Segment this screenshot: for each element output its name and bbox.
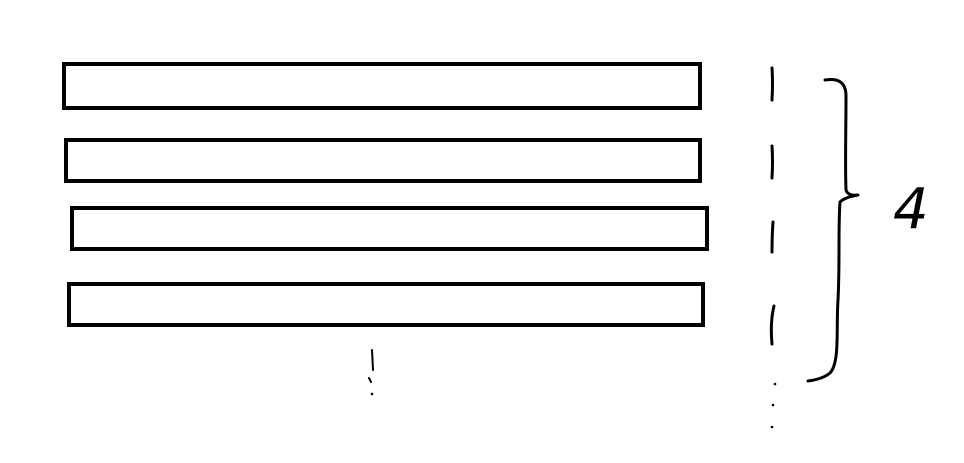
bar-2	[64, 138, 702, 183]
tally-3	[770, 220, 775, 254]
curly-brace	[806, 78, 860, 383]
tally-2	[770, 144, 774, 180]
bar-1	[62, 62, 702, 110]
continuation-dots-tally	[770, 382, 777, 429]
bar-3	[70, 206, 709, 251]
tally-1	[770, 66, 774, 102]
continuation-dots-bars	[368, 349, 374, 396]
bar-4	[67, 282, 705, 327]
count-label: 4	[893, 177, 929, 242]
tally-4	[769, 304, 776, 346]
